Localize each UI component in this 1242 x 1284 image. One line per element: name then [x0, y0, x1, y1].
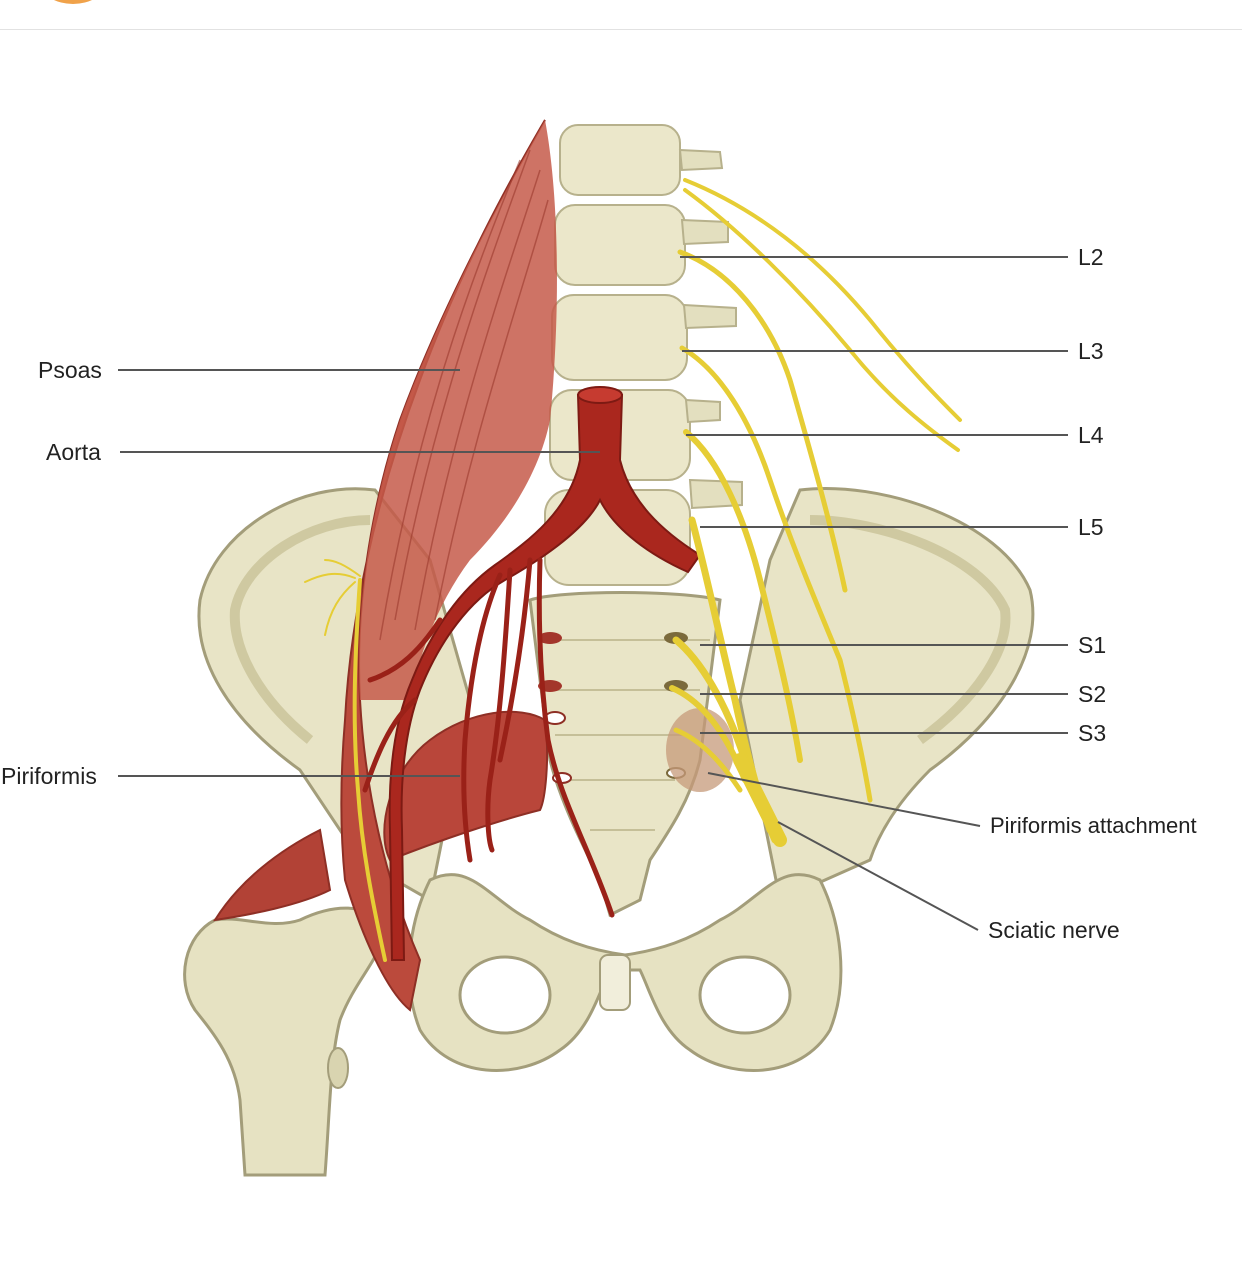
sacrum	[528, 591, 722, 918]
label-s2: S2	[1078, 681, 1107, 707]
aorta-artery-tree	[362, 386, 702, 961]
label-piriformis-attachment: Piriformis attachment	[990, 813, 1197, 838]
label-aorta: Aorta	[46, 439, 101, 465]
femur	[183, 906, 387, 1177]
label-l2: L2	[1078, 244, 1104, 270]
label-s1: S1	[1078, 632, 1107, 658]
label-s3: S3	[1078, 720, 1107, 746]
label-piriformis: Piriformis	[1, 763, 97, 789]
label-psoas: Psoas	[38, 357, 102, 383]
lumbosacral-nerves	[304, 178, 962, 962]
label-l5: L5	[1078, 514, 1104, 540]
top-bar	[0, 0, 1242, 30]
label-l4: L4	[1078, 422, 1104, 448]
piriformis-attachment-area	[666, 708, 734, 792]
label-l3: L3	[1078, 338, 1104, 364]
psoas-muscle	[340, 119, 557, 1012]
label-sciatic-nerve: Sciatic nerve	[988, 917, 1120, 943]
leader-lines	[118, 256, 1068, 931]
